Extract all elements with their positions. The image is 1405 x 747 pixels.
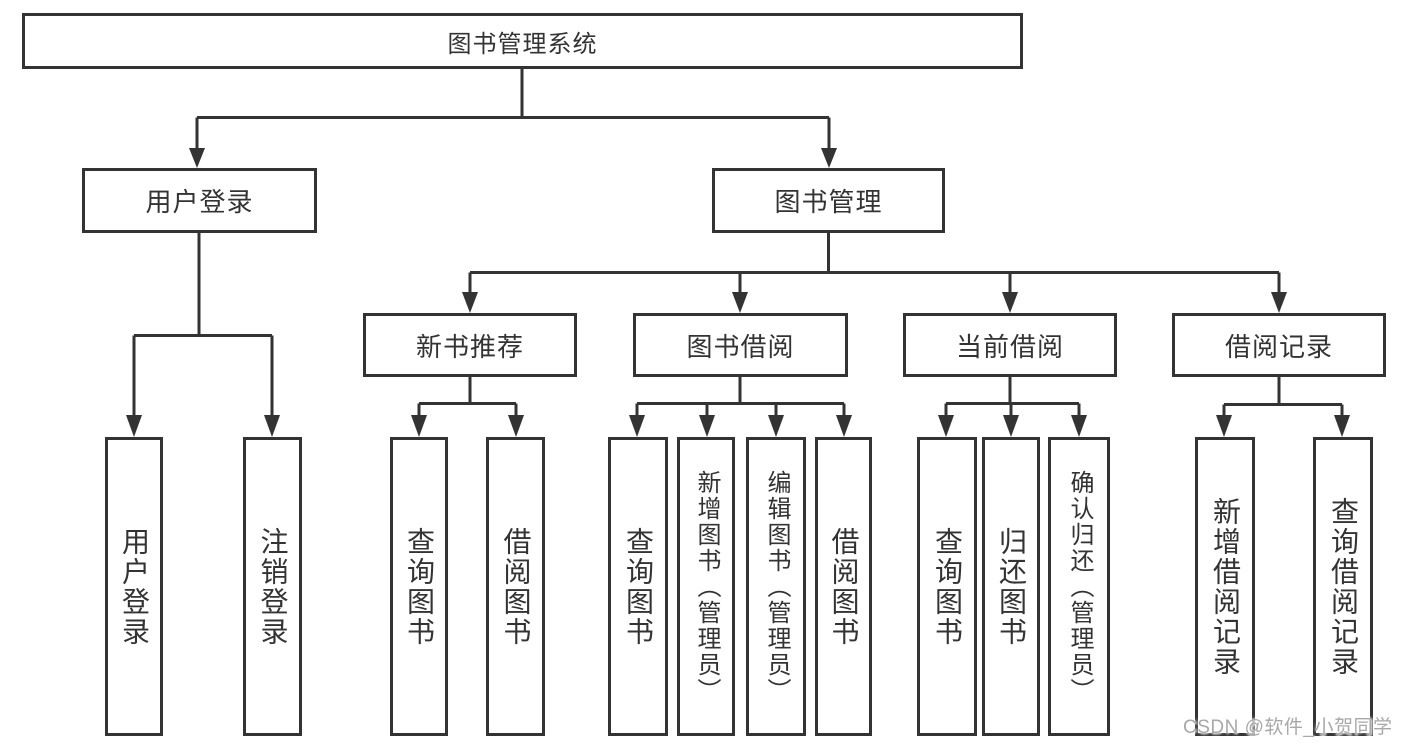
leaf-add-borrow-record: 新增借阅记录 [1195, 437, 1255, 736]
node-book-borrowing: 图书借阅 [633, 313, 848, 377]
leaf-return-book: 归还图书 [982, 437, 1040, 736]
node-label: 查询借阅记录 [1328, 496, 1359, 677]
leaf-add-book-admin: 新增图书（管理员） [677, 437, 735, 736]
leaf-query-books-current: 查询图书 [917, 437, 977, 736]
node-label: 新书推荐 [415, 331, 524, 362]
node-book-management: 图书管理 [712, 168, 945, 233]
node-label: 归还图书 [996, 526, 1027, 647]
node-label: 新增借阅记录 [1210, 496, 1241, 677]
node-label: 图书管理 [774, 187, 883, 217]
node-label: 用户登录 [119, 526, 150, 647]
node-new-book-recommendation: 新书推荐 [363, 313, 577, 377]
leaf-query-books-borrow: 查询图书 [608, 437, 668, 736]
node-label: 确认归还（管理员） [1066, 469, 1093, 704]
node-label: 查询图书 [623, 526, 654, 647]
node-label: 借阅图书 [828, 526, 860, 647]
node-label: 图书借阅 [686, 331, 795, 362]
leaf-query-borrow-record: 查询借阅记录 [1313, 437, 1373, 736]
leaf-confirm-return-admin: 确认归还（管理员） [1048, 437, 1110, 736]
leaf-borrow-books-borrow: 借阅图书 [815, 437, 872, 736]
node-current-borrowing: 当前借阅 [903, 313, 1117, 377]
node-label: 注销登录 [257, 526, 289, 647]
node-library-management-system: 图书管理系统 [22, 13, 1023, 69]
leaf-user-login: 用户登录 [105, 437, 163, 736]
leaf-edit-book-admin: 编辑图书（管理员） [746, 437, 806, 736]
node-label: 用户登录 [145, 187, 254, 217]
csdn-watermark: CSDN @软件_小贺同学 [1183, 717, 1393, 738]
leaf-borrow-books-recommend: 借阅图书 [486, 437, 545, 736]
node-label: 编辑图书（管理员） [763, 469, 790, 704]
node-label: 借阅记录 [1224, 331, 1333, 362]
node-user-login: 用户登录 [82, 168, 317, 233]
node-label: 新增图书（管理员） [693, 469, 720, 704]
arrowheads [126, 148, 1350, 437]
node-label: 当前借阅 [955, 331, 1064, 362]
node-label: 图书管理系统 [447, 30, 598, 58]
node-label: 查询图书 [404, 526, 435, 647]
node-label: 查询图书 [932, 526, 963, 647]
leaf-logout: 注销登录 [243, 437, 302, 736]
leaf-query-books-recommend: 查询图书 [390, 437, 448, 736]
node-label: 借阅图书 [500, 526, 532, 647]
node-borrowing-records: 借阅记录 [1172, 313, 1386, 377]
